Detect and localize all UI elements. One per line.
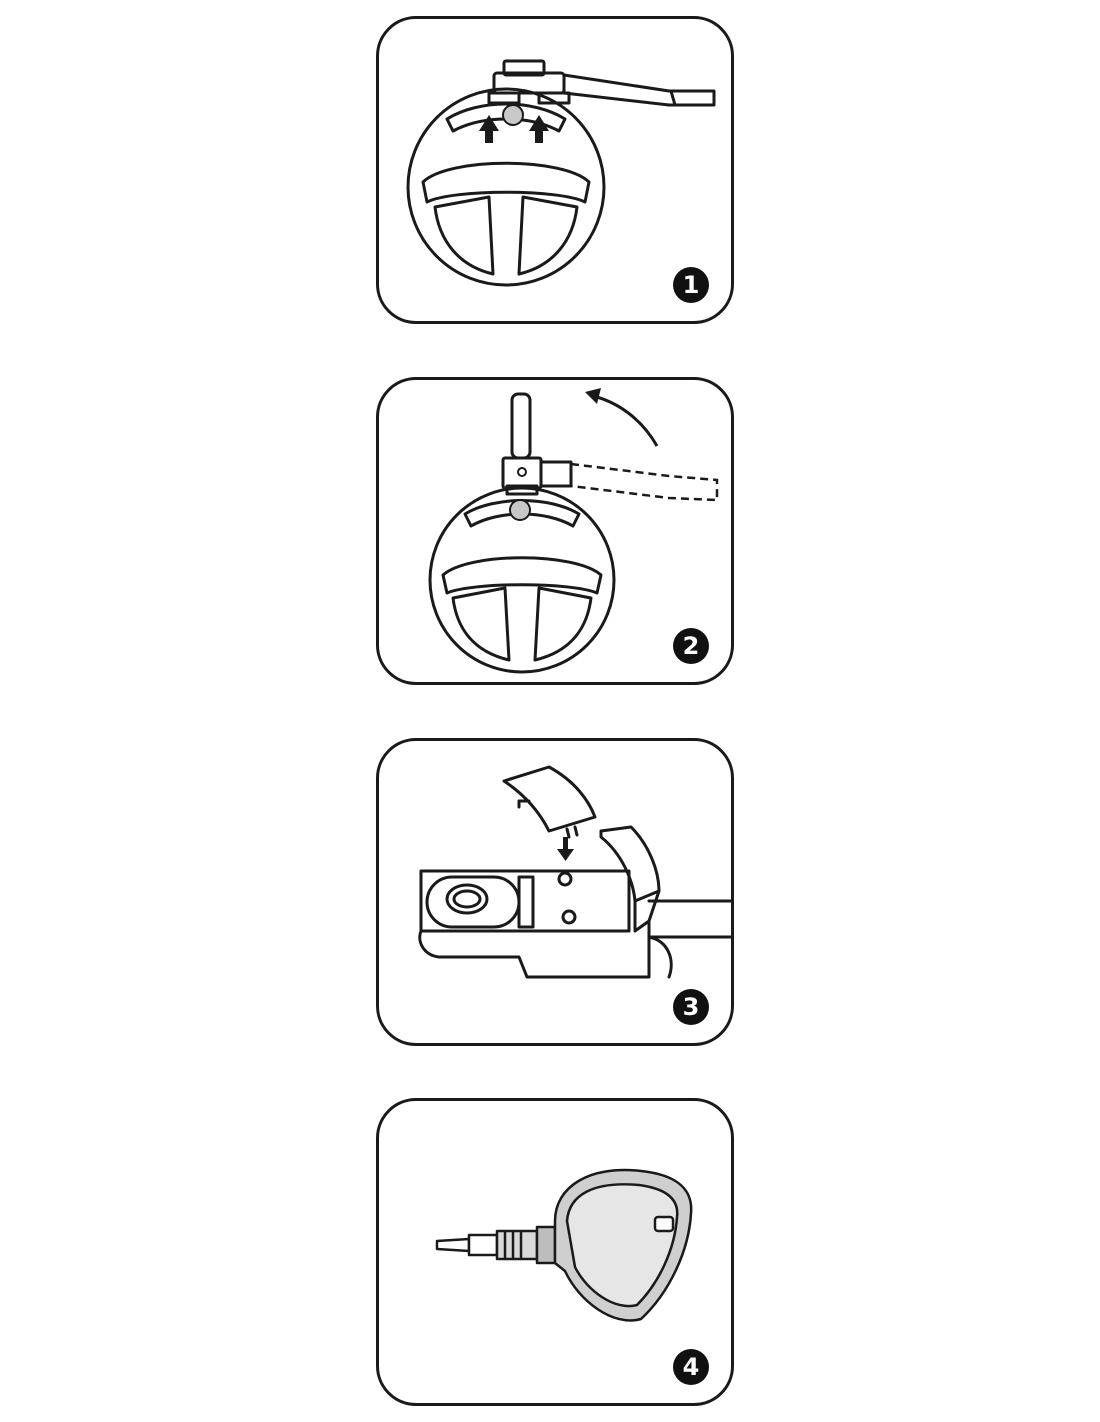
lock-body-cover-insert-icon [418,765,731,979]
lock-key-icon [435,1168,693,1322]
step-number-badge: 2 [673,628,709,664]
steering-wheel-lock-clamp-icon [406,59,716,287]
steering-wheel-lock-rotate-icon [428,388,719,674]
step-number-badge: 3 [673,989,709,1025]
step-panel-3: 3 [376,738,734,1046]
step-panel-2: 2 [376,377,734,685]
step-number-badge: 1 [673,267,709,303]
step-number-badge: 4 [673,1349,709,1385]
step-panel-4: 4 [376,1098,734,1406]
step-panel-1: 1 [376,16,734,324]
